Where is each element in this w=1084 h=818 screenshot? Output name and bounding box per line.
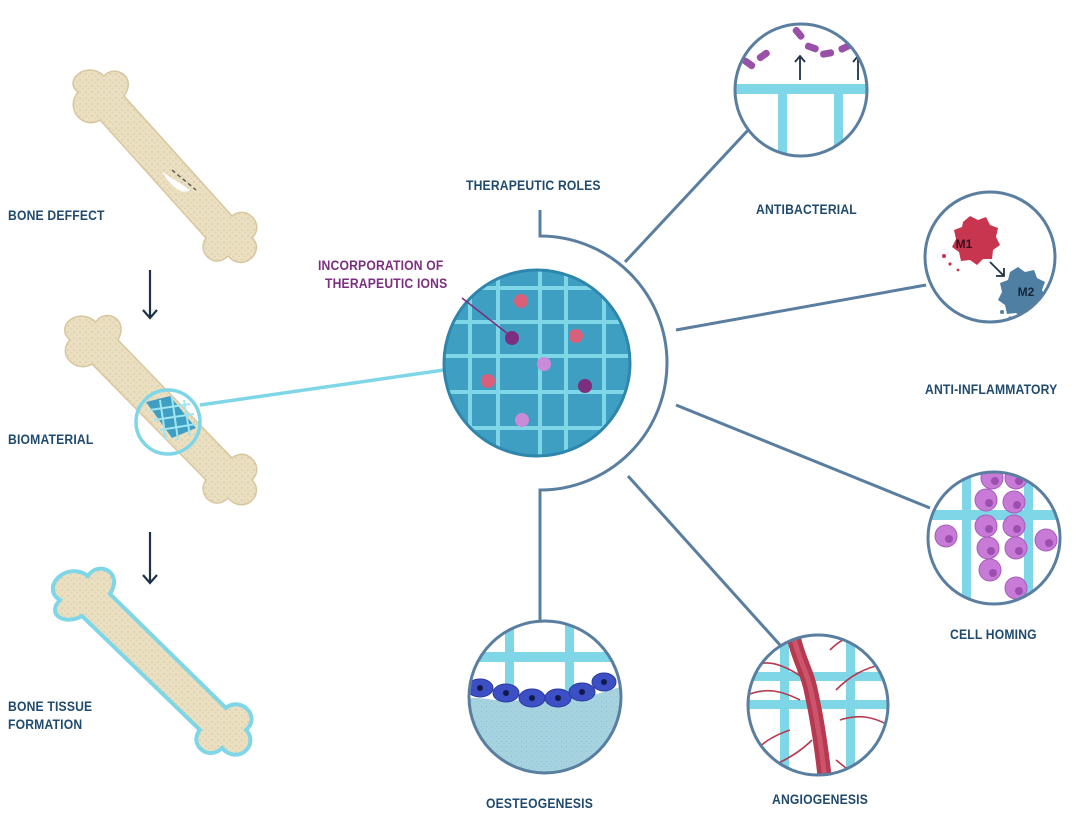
ion-dot bbox=[515, 413, 529, 427]
therapeutic-roles-label: THERAPEUTIC ROLES bbox=[466, 178, 601, 193]
biomaterial-label: BIOMATERIAL bbox=[8, 432, 94, 447]
m1-label: M1 bbox=[956, 237, 973, 251]
angiogenesis-circle bbox=[746, 633, 890, 777]
arrow-down-icon bbox=[142, 532, 158, 585]
biomaterial-zoom-ring bbox=[134, 388, 202, 456]
angiogenesis-label: ANGIOGENESIS bbox=[772, 792, 869, 807]
antibacterial-label: ANTIBACTERIAL bbox=[756, 202, 857, 217]
incorporation-label-line1: INCORPORATION OF bbox=[318, 258, 444, 273]
cell-homing-circle bbox=[926, 470, 1062, 606]
therapeutic-roles-arc bbox=[538, 210, 669, 622]
ion-dots bbox=[481, 294, 592, 427]
ion-dot bbox=[569, 329, 583, 343]
ion-dot bbox=[537, 357, 551, 371]
cell-homing-label: CELL HOMING bbox=[950, 627, 1037, 642]
incorporation-pointer bbox=[461, 297, 509, 335]
connector-anti-inflammatory bbox=[675, 283, 927, 332]
bone-defect-illustration bbox=[72, 69, 258, 264]
anti-inflammatory-label: ANTI-INFLAMMATORY bbox=[925, 382, 1058, 397]
central-scaffold bbox=[442, 268, 632, 458]
incorporation-label-line2: THERAPEUTIC IONS bbox=[325, 276, 448, 291]
connector-angiogenesis bbox=[626, 474, 782, 647]
ion-dot bbox=[505, 331, 519, 345]
bone-defect-label: BONE DEFFECT bbox=[8, 208, 105, 223]
connector-antibacterial bbox=[623, 126, 752, 264]
connector-cell-homing bbox=[675, 403, 931, 510]
ion-dot bbox=[578, 379, 592, 393]
osteogenesis-circle bbox=[467, 619, 623, 775]
m2-label: M2 bbox=[1018, 285, 1035, 299]
m1-macrophage bbox=[952, 216, 1000, 265]
ion-dot bbox=[481, 374, 495, 388]
anti-inflammatory-circle bbox=[923, 190, 1057, 324]
biomaterial-bone-illustration bbox=[64, 314, 258, 506]
connector-biomaterial-zoom bbox=[199, 368, 445, 407]
connector-lines bbox=[538, 126, 931, 647]
bone-tissue-formation-label-line2: FORMATION bbox=[8, 717, 83, 732]
ion-dot bbox=[514, 294, 528, 308]
bone-tissue-formation-label-line1: BONE TISSUE bbox=[8, 699, 93, 714]
antibacterial-circle bbox=[733, 22, 869, 158]
arrow-down-icon bbox=[142, 270, 158, 320]
bone-tissue-formation-illustration bbox=[51, 566, 254, 757]
osteogenesis-label: OESTEOGENESIS bbox=[486, 796, 594, 811]
process-arrows bbox=[142, 270, 158, 585]
